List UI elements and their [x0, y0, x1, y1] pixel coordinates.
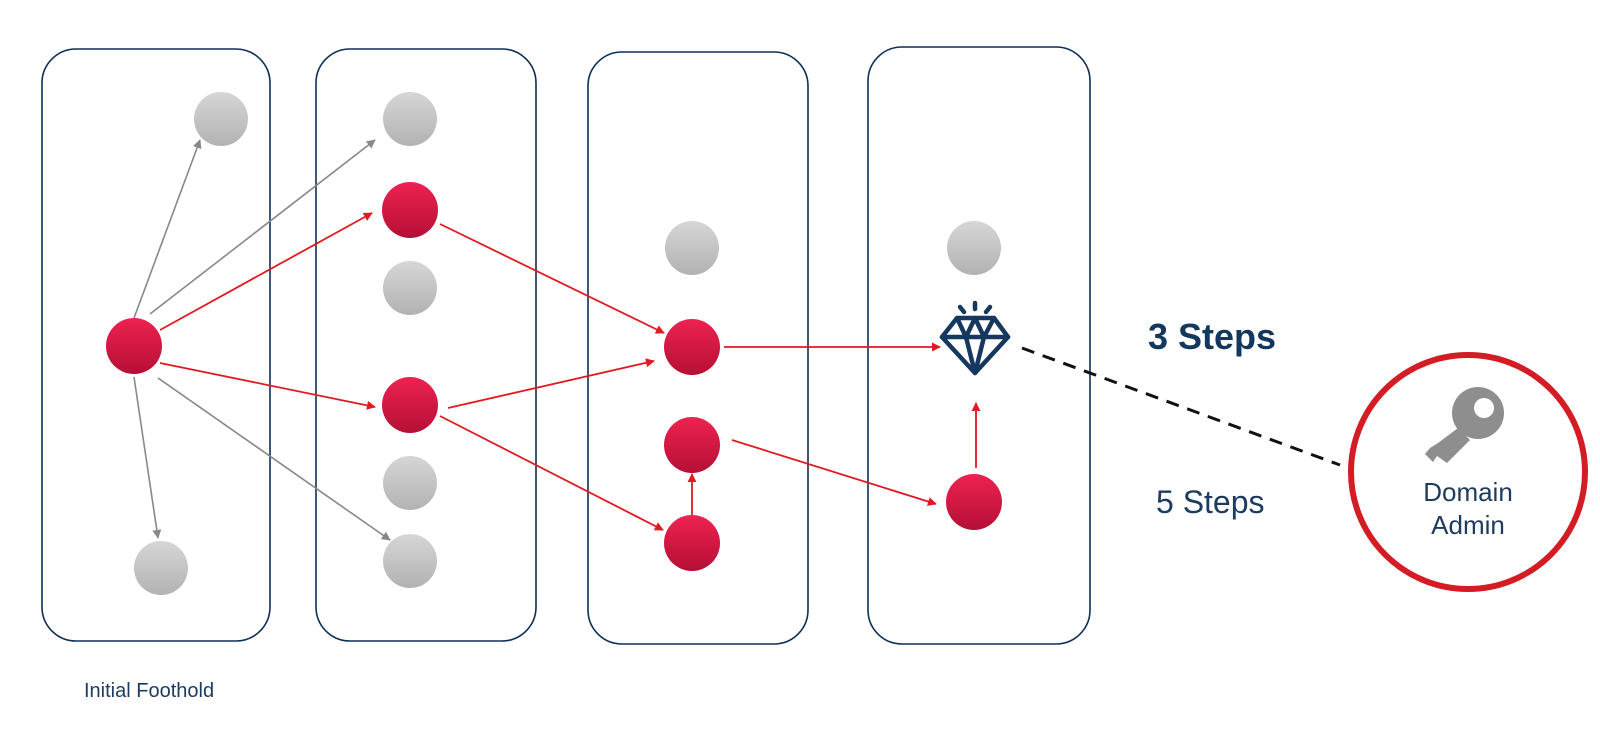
edge-red — [731, 439, 937, 506]
short-path-label: 3 Steps — [1148, 316, 1277, 357]
column-2-panel — [315, 48, 537, 642]
column-1-panel — [41, 48, 271, 642]
node-red — [946, 474, 1002, 530]
node-red — [382, 182, 438, 238]
edge-red — [439, 415, 664, 531]
node-gray — [665, 221, 719, 275]
node-gray — [947, 221, 1001, 275]
edge-red — [439, 223, 665, 334]
node-red — [664, 515, 720, 571]
domain-admin-target-ring — [1348, 352, 1588, 592]
column-3-panel — [587, 51, 809, 645]
diamond-icon — [939, 300, 1011, 376]
long-path-label: 5 Steps — [1156, 484, 1265, 520]
edge-gray — [157, 377, 391, 541]
edge-red — [159, 212, 373, 331]
column-4-panel — [867, 46, 1091, 645]
key-icon — [1425, 387, 1504, 463]
node-red — [382, 377, 438, 433]
node-red — [664, 417, 720, 473]
node-gray — [383, 92, 437, 146]
node-gray — [383, 261, 437, 315]
edge-gray — [133, 376, 162, 539]
target-label-line2: Admin — [1431, 510, 1505, 540]
initial-foothold-label: Initial Foothold — [84, 680, 215, 702]
node-gray — [194, 92, 248, 146]
node-gray — [383, 534, 437, 588]
target-label-line1: Domain — [1423, 477, 1513, 507]
edge-red — [159, 362, 376, 410]
node-gray — [383, 456, 437, 510]
node-gray — [134, 541, 188, 595]
initial-foothold-node — [106, 318, 162, 374]
edge-red — [447, 358, 655, 409]
node-red — [664, 319, 720, 375]
edge-gray — [133, 139, 202, 319]
edge-gray — [149, 139, 376, 315]
dashed-path-line — [1021, 346, 1341, 467]
